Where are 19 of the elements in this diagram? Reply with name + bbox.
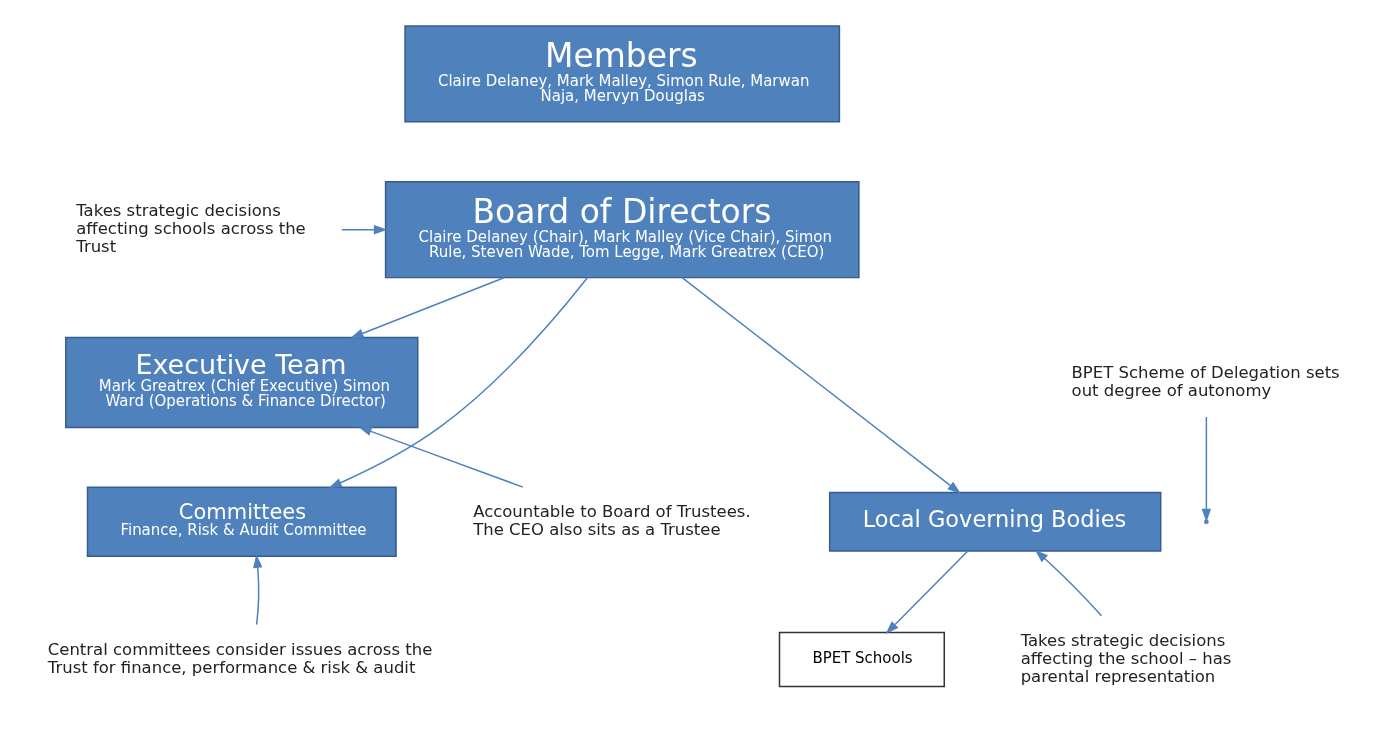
node-box: BPET Schools xyxy=(778,631,945,688)
arrow xyxy=(358,426,524,488)
arrow xyxy=(341,224,388,235)
arrow xyxy=(1034,549,1103,617)
node-text: BPET Scheme of Delegation sets out degree of autonomy xyxy=(1071,362,1340,400)
node-text: Accountable to Board of Trustees. The CEO also sits as a Trustee xyxy=(473,501,751,539)
node-text: Central committees consider issues across the Trust for finance, performance & risk & audit xyxy=(47,639,433,677)
node-text: Takes strategic decisions affecting the school – has parental representation xyxy=(1020,630,1232,686)
node-box: Board of Directors Claire Delaney (Chair), Mark Malley (Vice Chair), Simon Rule, Steven Wade, Tom Legge, Mark Greatrex (CEO) xyxy=(384,181,860,279)
node-text: Takes strategic decisions affecting schools across the Trust xyxy=(76,200,306,256)
arrow xyxy=(885,550,969,635)
arrow xyxy=(328,277,588,489)
arrow xyxy=(253,554,263,626)
node-box: Committees Finance, Risk & Audit Committee xyxy=(86,486,397,557)
node-box: Local Governing Bodies xyxy=(828,491,1162,552)
arrow xyxy=(350,277,505,339)
node-box: Members Claire Delaney, Mark Malley, Simon Rule, Marwan Naja, Mervyn Douglas xyxy=(404,25,841,123)
node-box: Executive Team Mark Greatrex (Chief Executive) Simon Ward (Operations & Finance Director) xyxy=(65,336,419,429)
arrow xyxy=(681,276,961,494)
